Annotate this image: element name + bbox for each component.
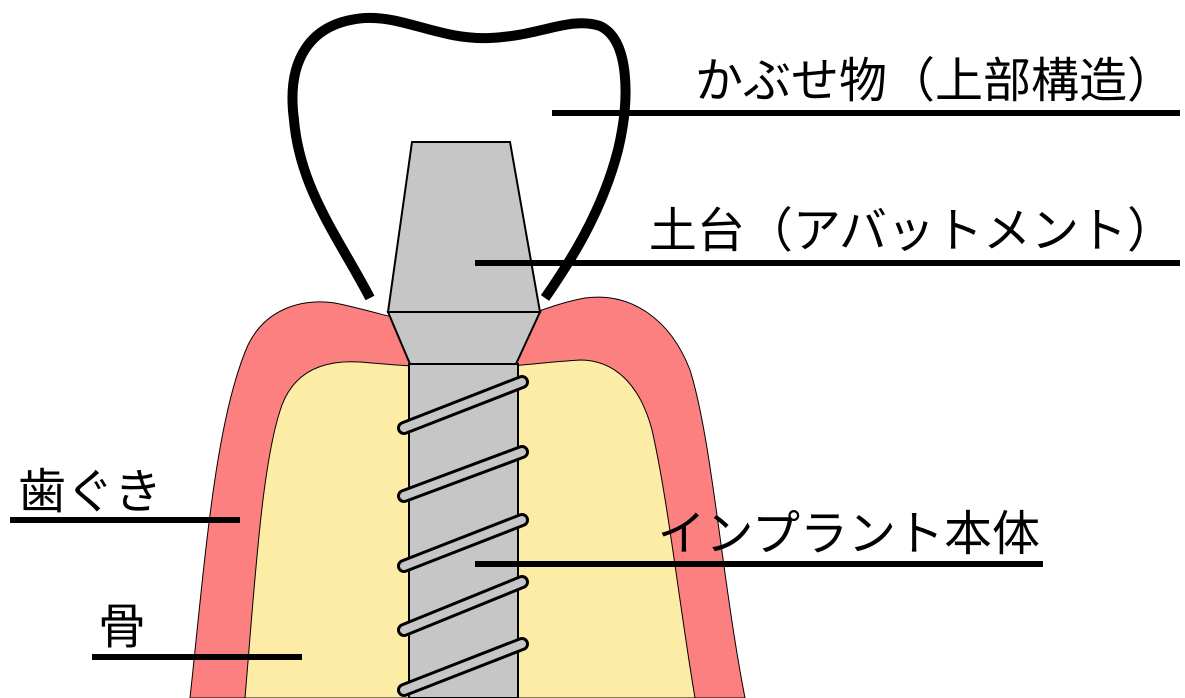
bone-label: 骨 <box>98 599 146 655</box>
thread-5 <box>397 637 529 697</box>
thread-4 <box>397 575 529 637</box>
screw-threads <box>397 375 529 697</box>
gum-label: 歯ぐき <box>18 464 162 520</box>
thread-1 <box>397 375 529 435</box>
thread-2 <box>397 445 529 503</box>
implant-body-label: インプラント本体 <box>657 506 1040 562</box>
abutment-label: 土台（アバットメント） <box>649 203 1175 259</box>
crown-label: かぶせ物（上部構造） <box>695 53 1175 109</box>
abutment-collar <box>386 311 542 365</box>
thread-3 <box>397 513 529 573</box>
